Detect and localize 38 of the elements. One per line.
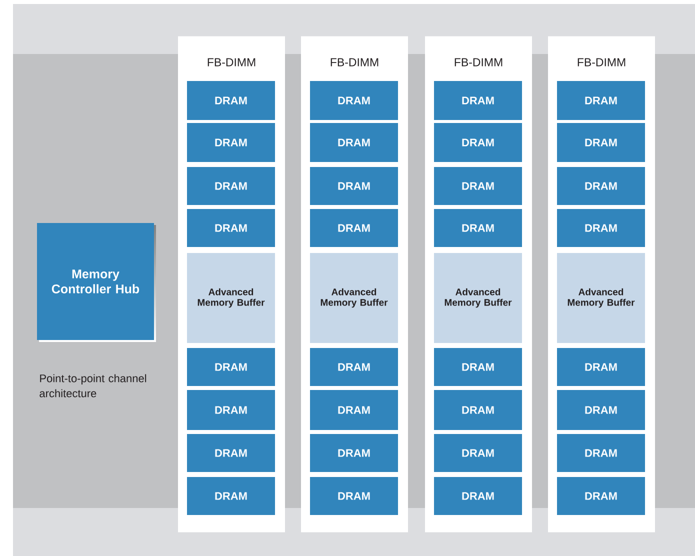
chip-box: DRAM <box>187 209 275 247</box>
chip-box: DRAM <box>434 348 522 386</box>
chip-box: DRAM <box>310 123 398 162</box>
buffer-box: Advanced Memory Buffer <box>310 253 398 343</box>
chip-box: DRAM <box>310 390 398 430</box>
chip-box: DRAM <box>557 81 645 120</box>
buffer-box: Advanced Memory Buffer <box>557 253 645 343</box>
chip-box: DRAM <box>187 81 275 120</box>
chip-box: DRAM <box>310 167 398 205</box>
chip-box: DRAM <box>310 477 398 515</box>
chip-box: DRAM <box>187 390 275 430</box>
chip-box: DRAM <box>434 390 522 430</box>
chip-box: DRAM <box>434 167 522 205</box>
caption-text: Point-to-point channel architecture <box>40 374 146 398</box>
chip-box: DRAM <box>310 434 398 472</box>
chip-box: DRAM <box>557 390 645 430</box>
chip-box: DRAM <box>434 434 522 472</box>
chip-box: DRAM <box>434 81 522 120</box>
chip-box: DRAM <box>310 81 398 120</box>
chip-box: DRAM <box>434 123 522 162</box>
chip-box: DRAM <box>557 167 645 205</box>
chip-box: DRAM <box>557 209 645 247</box>
chip-box: DRAM <box>187 477 275 515</box>
chip-box: DRAM <box>434 477 522 515</box>
chip-box: DRAM <box>557 348 645 386</box>
chip-box: DRAM <box>187 434 275 472</box>
buffer-box: Advanced Memory Buffer <box>434 253 522 343</box>
chip-box: DRAM <box>187 167 275 205</box>
chip-box: DRAM <box>557 434 645 472</box>
controller-box: Memory Controller Hub <box>37 223 156 342</box>
chip-box: DRAM <box>187 348 275 386</box>
chip-box: DRAM <box>557 123 645 162</box>
chip-box: DRAM <box>310 348 398 386</box>
chip-box: DRAM <box>557 477 645 515</box>
chip-box: DRAM <box>310 209 398 247</box>
buffer-box: Advanced Memory Buffer <box>187 253 275 343</box>
chip-box: DRAM <box>434 209 522 247</box>
chip-box: DRAM <box>187 123 275 162</box>
